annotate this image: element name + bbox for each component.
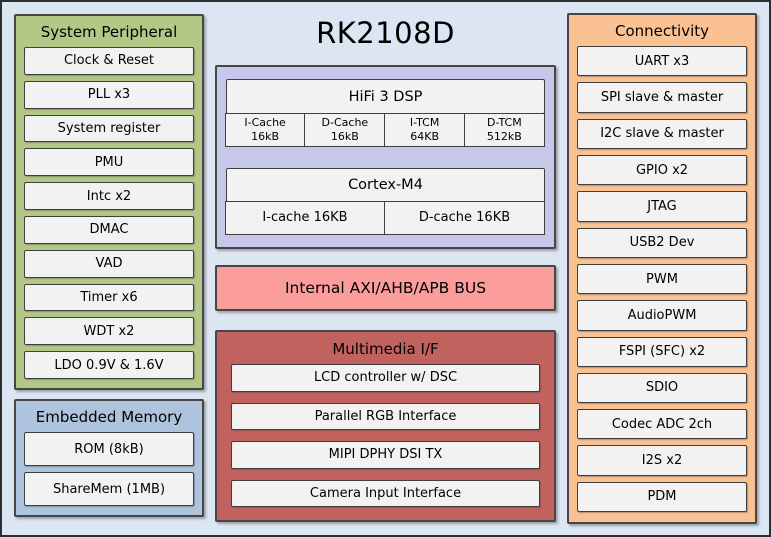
peripheral-item: PMU	[24, 148, 194, 177]
cortex-cache-row: I-cache 16KB D-cache 16KB	[224, 201, 545, 235]
connectivity-item: SDIO	[577, 372, 747, 404]
multimedia-item: LCD controller w/ DSC	[231, 364, 540, 392]
peripheral-item: PLL x3	[24, 80, 194, 109]
multimedia-item: MIPI DPHY DSI TX	[231, 441, 540, 469]
cache-size: 16kB	[330, 129, 359, 143]
cache-size: 64KB	[410, 129, 439, 143]
connectivity-item: AudioPWM	[577, 300, 747, 331]
cortex-cache-cell: I-cache 16KB	[224, 201, 386, 235]
multimedia-panel: Multimedia I/F LCD controller w/ DSC Par…	[215, 330, 556, 522]
connectivity-items: UART x3 SPI slave & master I2C slave & m…	[577, 46, 747, 513]
peripheral-item: DMAC	[24, 215, 194, 244]
connectivity-item: UART x3	[577, 46, 747, 77]
dsp-title: HiFi 3 DSP	[226, 79, 545, 114]
system-peripheral-panel: System Peripheral Clock & Reset PLL x3 S…	[14, 14, 204, 390]
connectivity-item: PDM	[577, 481, 747, 513]
multimedia-item: Camera Input Interface	[231, 479, 540, 507]
cortex-title: Cortex-M4	[226, 167, 545, 203]
peripheral-item: WDT x2	[24, 317, 194, 346]
embedded-memory-title: Embedded Memory	[35, 408, 183, 426]
connectivity-item: Codec ADC 2ch	[577, 409, 747, 440]
connectivity-item: USB2 Dev	[577, 227, 747, 258]
connectivity-title: Connectivity	[615, 22, 709, 40]
dsp-block: HiFi 3 DSP I-Cache 16kB D-Cache 16kB I-T…	[224, 79, 545, 147]
multimedia-item: Parallel RGB Interface	[231, 402, 540, 430]
cache-name: I-TCM	[409, 115, 440, 129]
internal-bus-block: Internal AXI/AHB/APB BUS	[215, 265, 556, 311]
dsp-cache-cell: I-Cache 16kB	[224, 112, 306, 147]
cache-size: 16kB	[251, 129, 280, 143]
cache-name: I-Cache	[244, 115, 286, 129]
connectivity-item: SPI slave & master	[577, 82, 747, 113]
memory-item: ShareMem (1MB)	[24, 472, 194, 506]
peripheral-item: VAD	[24, 249, 194, 278]
system-peripheral-items: Clock & Reset PLL x3 System register PMU…	[24, 47, 194, 379]
cortex-block: Cortex-M4 I-cache 16KB D-cache 16KB	[224, 167, 545, 235]
peripheral-item: Intc x2	[24, 182, 194, 210]
cache-name: D-Cache	[321, 115, 369, 129]
cache-name: D-TCM	[487, 115, 522, 129]
embedded-memory-items: ROM (8kB) ShareMem (1MB)	[24, 432, 194, 506]
memory-item: ROM (8kB)	[24, 432, 194, 466]
peripheral-item: Timer x6	[24, 283, 194, 312]
cpu-panel: HiFi 3 DSP I-Cache 16kB D-Cache 16kB I-T…	[215, 65, 556, 249]
peripheral-item: LDO 0.9V & 1.6V	[24, 351, 194, 379]
cortex-cache-cell: D-cache 16KB	[384, 201, 545, 235]
connectivity-item: I2S x2	[577, 445, 747, 476]
dsp-cache-row: I-Cache 16kB D-Cache 16kB I-TCM 64KB	[224, 112, 545, 147]
peripheral-item: System register	[24, 114, 194, 143]
multimedia-title: Multimedia I/F	[332, 340, 439, 358]
embedded-memory-panel: Embedded Memory ROM (8kB) ShareMem (1MB)	[14, 399, 204, 517]
connectivity-panel: Connectivity UART x3 SPI slave & master …	[567, 13, 757, 524]
dsp-cache-cell: D-Cache 16kB	[304, 112, 386, 147]
peripheral-item: Clock & Reset	[24, 47, 194, 75]
connectivity-item: GPIO x2	[577, 154, 747, 186]
connectivity-item: PWM	[577, 263, 747, 295]
chip-title: RK2108D	[316, 16, 455, 50]
dsp-cache-cell: D-TCM 512kB	[463, 112, 545, 147]
multimedia-items: LCD controller w/ DSC Parallel RGB Inter…	[231, 364, 540, 507]
cache-size: 512kB	[486, 129, 522, 143]
connectivity-item: I2C slave & master	[577, 118, 747, 149]
connectivity-item: JTAG	[577, 191, 747, 222]
dsp-cache-cell: I-TCM 64KB	[384, 112, 466, 147]
connectivity-item: FSPI (SFC) x2	[577, 336, 747, 367]
system-peripheral-title: System Peripheral	[40, 23, 178, 41]
